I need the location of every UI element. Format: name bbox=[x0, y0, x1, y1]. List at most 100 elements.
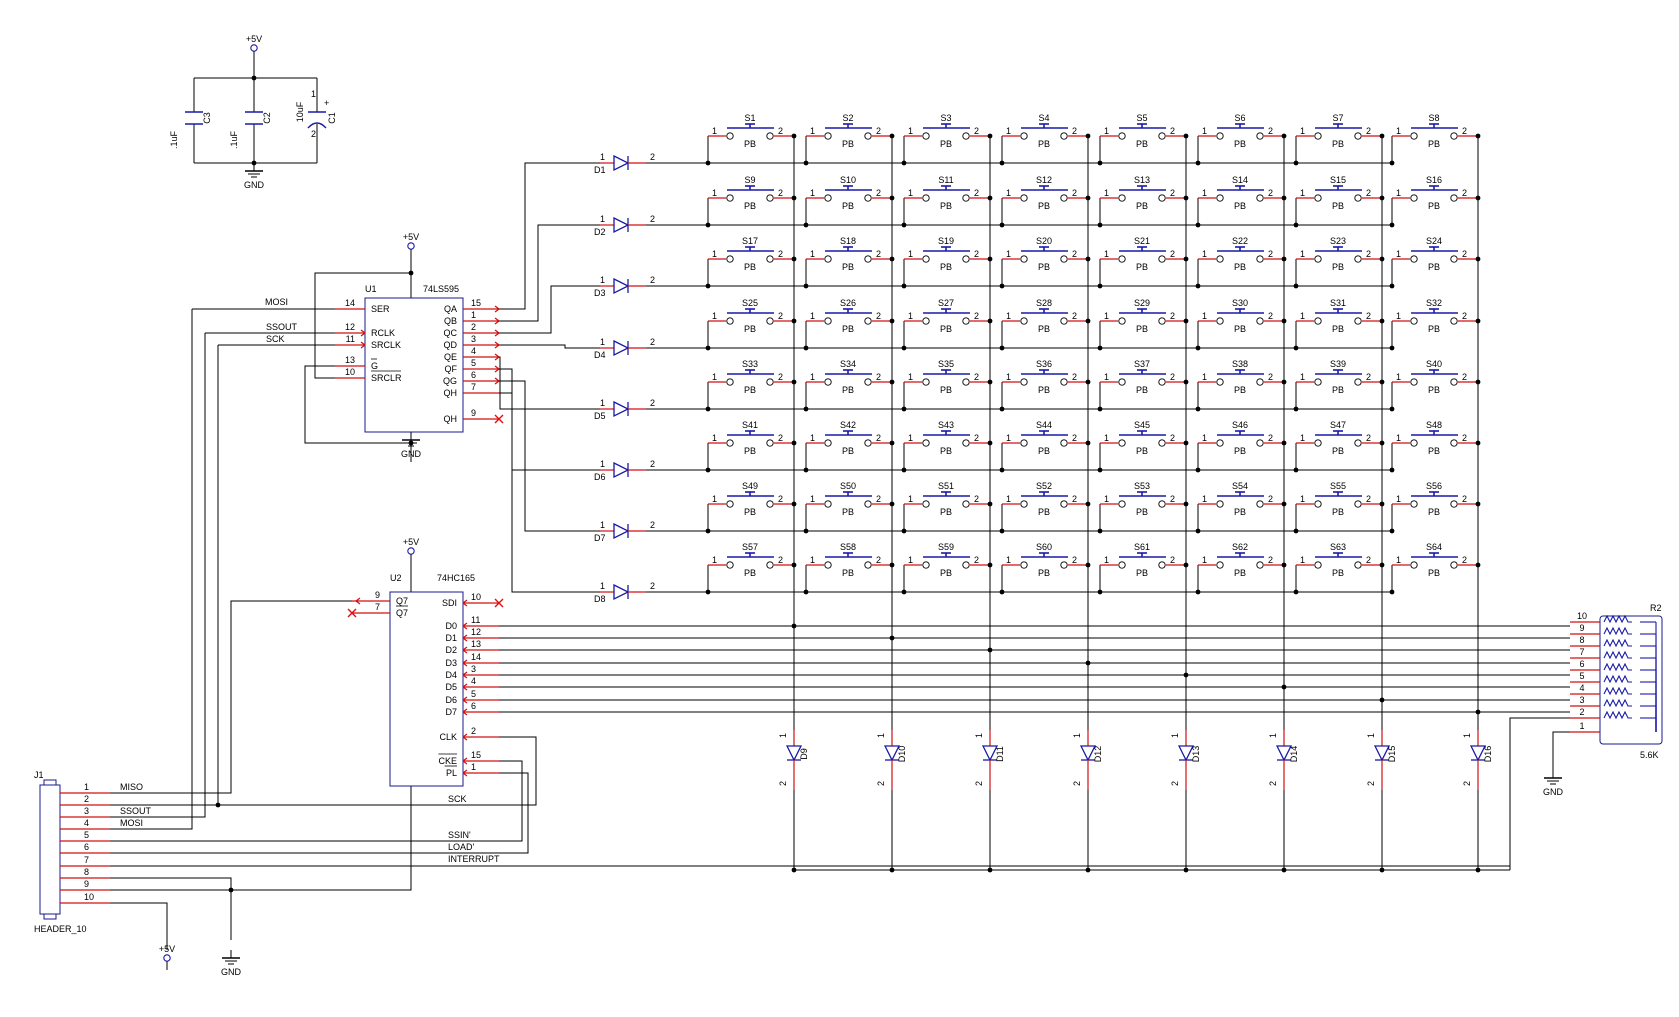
pin-name: D3 bbox=[445, 658, 457, 668]
pin-number: 2 bbox=[876, 781, 886, 786]
output-pin-arrow bbox=[355, 597, 361, 605]
cap-value-label: .1uF bbox=[229, 130, 239, 149]
pin-number: 1 bbox=[1072, 733, 1082, 738]
pin-number: 1 bbox=[1300, 188, 1305, 198]
pin-number: 1 bbox=[810, 249, 815, 259]
pin-number: 1 bbox=[1396, 372, 1401, 382]
wire-u1-row3 bbox=[499, 285, 600, 334]
pin-number: 1 bbox=[600, 275, 605, 285]
diode-ref-label: D14 bbox=[1289, 746, 1299, 763]
vcc-u1: +5V bbox=[403, 232, 419, 258]
pin-number: 2 bbox=[1170, 372, 1175, 382]
pin-number: 1 bbox=[1268, 733, 1278, 738]
pin-number: 2 bbox=[1579, 707, 1584, 717]
pin-number: 2 bbox=[1268, 494, 1273, 504]
output-pin-arrow bbox=[494, 341, 500, 349]
output-pin-arrow bbox=[494, 353, 500, 361]
junction-switch-col bbox=[889, 256, 895, 262]
switch-type-label: PB bbox=[940, 446, 952, 456]
pin-name: G bbox=[371, 361, 378, 371]
pin-number: 8 bbox=[84, 867, 89, 877]
switch-ref-label: S52 bbox=[1036, 481, 1052, 491]
pin-number: 2 bbox=[1072, 126, 1077, 136]
switch-type-label: PB bbox=[1038, 446, 1050, 456]
junction-switch-col bbox=[1281, 256, 1287, 262]
junction-switch-col bbox=[1183, 318, 1189, 324]
switch-ref-label: S28 bbox=[1036, 298, 1052, 308]
pin-number: 10 bbox=[471, 592, 481, 602]
junction-switch-row bbox=[999, 160, 1005, 166]
pin-number: 1 bbox=[1006, 494, 1011, 504]
pin-number: 14 bbox=[345, 298, 355, 308]
junction-switch-row bbox=[1195, 589, 1201, 595]
wire-load bbox=[110, 772, 529, 854]
pin-number: 1 bbox=[810, 311, 815, 321]
junction-switch-row bbox=[705, 222, 711, 228]
pin-number: 1 bbox=[810, 494, 815, 504]
pin-name: QE bbox=[444, 352, 457, 362]
pin-number: 1 bbox=[600, 398, 605, 408]
pin-number: 1 bbox=[1104, 249, 1109, 259]
header-ref-label: J1 bbox=[34, 770, 44, 780]
junction-switch-row bbox=[1389, 160, 1395, 166]
switch-ref-label: S46 bbox=[1232, 420, 1248, 430]
input-pin-arrow bbox=[462, 671, 468, 679]
diode-ref-label: D5 bbox=[594, 411, 606, 421]
pin-number: 2 bbox=[650, 275, 655, 285]
wire-u1-row8 bbox=[499, 392, 600, 593]
junction-switch-row bbox=[1097, 467, 1103, 473]
pin-number: 2 bbox=[974, 555, 979, 565]
pin-number: 1 bbox=[1202, 372, 1207, 382]
pin-number: 4 bbox=[471, 676, 476, 686]
junction-switch-col bbox=[1475, 256, 1481, 262]
pin-number: 1 bbox=[1366, 733, 1376, 738]
pin-number: 1 bbox=[1006, 126, 1011, 136]
diode-ref-label: D1 bbox=[594, 165, 606, 175]
switch-ref-label: S59 bbox=[938, 542, 954, 552]
pin-number: 12 bbox=[345, 322, 355, 332]
switch-ref-label: S53 bbox=[1134, 481, 1150, 491]
switch-type-label: PB bbox=[1428, 139, 1440, 149]
pin-number: 2 bbox=[1366, 372, 1371, 382]
pin-number: 2 bbox=[84, 794, 89, 804]
pin-number: 2 bbox=[1268, 249, 1273, 259]
switch-ref-label: S51 bbox=[938, 481, 954, 491]
junction-interrupt bbox=[987, 867, 993, 873]
pin-number: 2 bbox=[1170, 311, 1175, 321]
switch-type-label: PB bbox=[940, 139, 952, 149]
pin-number: 1 bbox=[1202, 555, 1207, 565]
switch-ref-label: S23 bbox=[1330, 236, 1346, 246]
junction-switch-row bbox=[1097, 160, 1103, 166]
gnd-label: GND bbox=[244, 180, 265, 190]
switch-type-label: PB bbox=[744, 446, 756, 456]
switch-ref-label: S17 bbox=[742, 236, 758, 246]
junction-switch-row bbox=[1195, 467, 1201, 473]
junction-switch-col bbox=[1379, 133, 1385, 139]
switch-ref-label: S7 bbox=[1332, 113, 1343, 123]
switch-type-label: PB bbox=[744, 568, 756, 578]
pin-name: CLK bbox=[439, 732, 457, 742]
output-pin-arrow bbox=[494, 317, 500, 325]
junction-switch-row bbox=[1195, 283, 1201, 289]
vcc-u2: +5V bbox=[403, 537, 419, 563]
pin-number: 1 bbox=[712, 555, 717, 565]
switch-type-label: PB bbox=[744, 201, 756, 211]
pin-number: 11 bbox=[346, 334, 355, 344]
junction-gnd-header bbox=[228, 887, 234, 893]
pin-number: 14 bbox=[471, 652, 481, 662]
pin-number: 2 bbox=[1366, 555, 1371, 565]
junction-switch-row bbox=[1293, 345, 1299, 351]
input-pin-arrow bbox=[462, 646, 468, 654]
pin-number: 2 bbox=[876, 249, 881, 259]
ic-ref-label: U1 bbox=[365, 284, 377, 294]
switch-type-label: PB bbox=[744, 262, 756, 272]
pin-number: 7 bbox=[1579, 647, 1584, 657]
